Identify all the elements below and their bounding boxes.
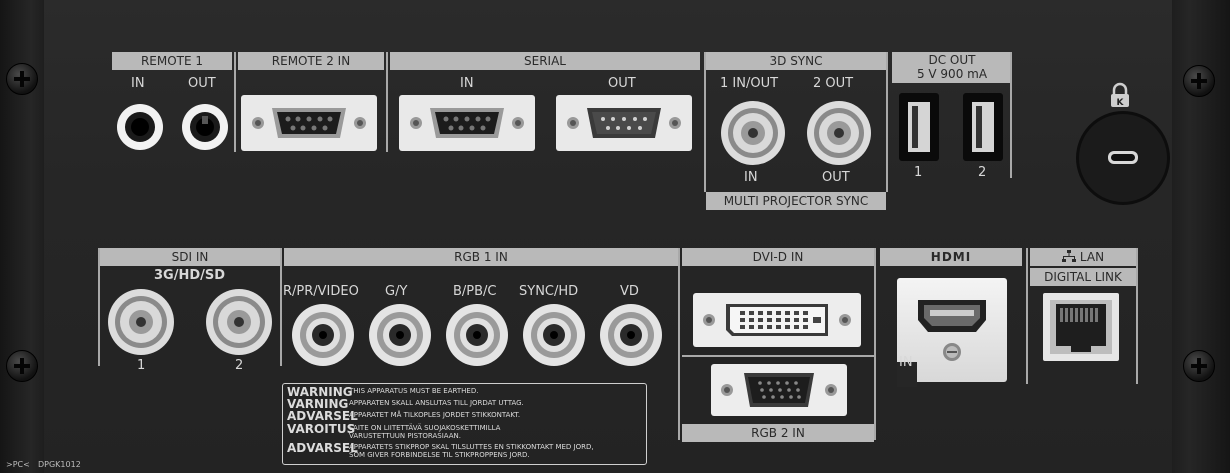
rgb2-in-port[interactable] [710,363,848,417]
svg-text:K: K [1117,98,1125,108]
dcout-usb-port-1[interactable] [898,92,940,162]
hdmi-in-port[interactable] [916,296,988,336]
sdi-sub-label: 3G/HD/SD [154,268,226,283]
rgb1-b-bnc-port[interactable] [445,303,509,367]
rgb1-label-r: R/PR/VIDEO [283,284,359,299]
sdi-header: SDI IN [100,248,280,266]
model-code: DPGK1012 [38,460,81,469]
remote1-in-jack[interactable] [116,103,164,151]
dcout-port2-label: 2 [978,165,987,180]
sync3d-in-bottom-label: IN [744,170,758,185]
remote2-header: REMOTE 2 IN [238,52,384,70]
lan-header-label: LAN [1079,250,1105,264]
panel-screw-icon [6,350,38,382]
warning-lang: ADVARSEL [287,441,358,455]
warning-row: ADVARSELAPPARATET MÅ TILKOPLES JORDET ST… [287,410,520,429]
rgb1-r-bnc-port[interactable] [291,303,355,367]
dcout-header: DC OUT 5 V 900 mA [892,52,1012,83]
rgb1-g-bnc-port[interactable] [368,303,432,367]
panel-screw-icon [1183,65,1215,97]
rgb1-vd-bnc-port[interactable] [599,303,663,367]
divider [678,248,680,440]
warning-lang: VAROITUS [287,422,356,436]
security-slot[interactable] [1075,110,1171,206]
sync3d-in-out-label: 1 IN/OUT [720,76,779,91]
serial-header: SERIAL [390,52,700,70]
sync3d-header: 3D SYNC [706,52,886,70]
dcout-usb-port-2[interactable] [962,92,1004,162]
rgb1-label-b: B/PB/C [453,284,497,299]
sync3d-out-bottom-label: OUT [822,170,850,185]
divider [886,52,888,192]
dvi-header: DVI-D IN [682,248,874,266]
hdmi-in-label: IN [899,355,913,370]
warning-text: APPARATEN SKALL ANSLUTAS TILL JORDAT UTT… [349,399,524,407]
dcout-port1-label: 1 [914,165,923,180]
hdmi-screw-icon [943,343,961,361]
sync3d-out2-label: 2 OUT [813,76,854,91]
rgb1-label-g: G/Y [385,284,408,299]
sdi-1-bnc-port[interactable] [107,288,175,356]
serial-out-port[interactable] [555,94,693,152]
dvi-d-in-port[interactable] [692,292,862,348]
lan-rj45-port[interactable] [1042,292,1120,362]
warning-row: WARNINGTHIS APPARATUS MUST BE EARTHED. [287,386,478,405]
digital-link-header: DIGITAL LINK [1030,268,1136,286]
hdmi-plate-cutout [897,362,917,387]
dcout-header-line2: 5 V 900 mA [916,67,988,81]
warning-lang: VARNING [287,397,349,411]
sync3d-2-bnc-port[interactable] [806,100,872,166]
panel-screw-icon [1183,350,1215,382]
sdi-2-bnc-port[interactable] [205,288,273,356]
warning-label-box: WARNINGTHIS APPARATUS MUST BE EARTHED. V… [282,383,647,465]
warning-text: APPARATET MÅ TILKOPLES JORDET STIKKONTAK… [349,411,521,419]
hdmi-logo-icon: HDMI [880,248,1022,266]
lan-header: LAN [1030,248,1136,266]
warning-row: VARNINGAPPARATEN SKALL ANSLUTAS TILL JOR… [287,398,524,417]
remote2-in-port[interactable] [240,94,378,152]
rgb1-sync-bnc-port[interactable] [522,303,586,367]
divider [386,52,388,152]
sdi-port2-label: 2 [235,358,244,373]
rgb1-header: RGB 1 IN [284,248,678,266]
divider [704,52,706,192]
material-mark: >PC< [6,460,30,469]
warning-lang: WARNING [287,385,353,399]
divider [1026,248,1028,384]
sdi-port1-label: 1 [137,358,146,373]
warning-row: VAROITUSLAITE ON LIITETTÄVÄ SUOJAKOSKETT… [287,423,500,442]
warning-row: ADVARSELAPPARATETS STIKPROP SKAL TILSLUT… [287,442,594,461]
divider [1010,52,1012,178]
remote1-out-jack[interactable] [181,103,229,151]
warning-text: LAITE ON LIITETTÄVÄ SUOJAKOSKETTIMILLA V… [349,424,501,440]
rgb1-label-sync: SYNC/HD [519,284,579,299]
divider [280,248,282,366]
divider [682,355,876,357]
remote1-in-label: IN [131,76,145,91]
serial-in-port[interactable] [398,94,536,152]
serial-out-label: OUT [608,76,636,91]
divider [1136,248,1138,384]
divider [98,248,100,366]
security-lock-icon: K [1111,82,1129,108]
divider [874,248,876,440]
sync3d-footer: MULTI PROJECTOR SYNC [706,192,886,210]
warning-lang: ADVARSEL [287,409,358,423]
serial-in-label: IN [460,76,474,91]
remote1-out-label: OUT [188,76,216,91]
rgb2-footer: RGB 2 IN [682,424,874,442]
sync3d-1-bnc-port[interactable] [720,100,786,166]
dcout-header-line1: DC OUT [928,53,976,67]
warning-text: APPARATETS STIKPROP SKAL TILSLUTTES EN S… [349,443,594,459]
divider [234,52,236,152]
rgb1-label-vd: VD [620,284,639,299]
panel-screw-icon [6,63,38,95]
warning-text: THIS APPARATUS MUST BE EARTHED. [349,387,479,395]
lan-network-icon [1061,250,1076,262]
remote1-header: REMOTE 1 [112,52,232,70]
